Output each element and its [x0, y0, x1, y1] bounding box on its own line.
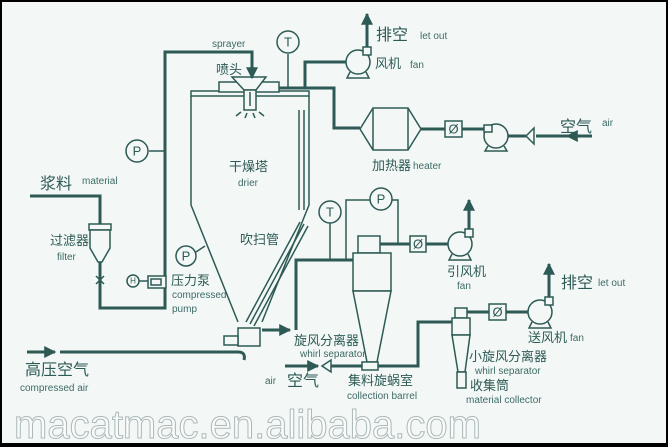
damper-icon: [444, 120, 463, 138]
label-small-whirl: 小旋风分离器: [469, 349, 547, 365]
gauge-label: P: [182, 249, 191, 264]
label-whirl-separator-en: whirl separator: [299, 349, 366, 360]
label-blower-fan: 送风机: [528, 331, 567, 346]
valve-icon: [95, 275, 105, 285]
bottom-inlet: [223, 335, 239, 346]
damper-icon: [409, 235, 427, 253]
gauge-label: H: [130, 277, 136, 286]
label-air: 空气: [287, 371, 319, 390]
material-collector-icon: [456, 371, 467, 389]
label-collector-en: material collector: [466, 395, 542, 406]
label-material: 浆料: [40, 174, 72, 193]
label-fan: 风机: [375, 57, 401, 72]
label-air-en: air: [602, 118, 614, 129]
pressure-gauge-icon: [369, 187, 393, 211]
gauge-link: [195, 245, 206, 253]
induced-fan-icon: [447, 228, 474, 261]
watermark: macatmac.en.alibaba.com: [14, 403, 481, 447]
pressure-gauge-icon: [125, 139, 149, 163]
exhaust-duct: [279, 60, 360, 130]
gauge-label: T: [284, 35, 292, 50]
label-collection-barrel: 集料旋蜗室: [348, 373, 413, 389]
collector-line: [331, 320, 452, 368]
label-compressed-air: 高压空气: [25, 360, 89, 379]
label-letout: 排空: [561, 273, 593, 292]
filter-icon: [88, 223, 112, 263]
exhaust-fan-icon: [345, 46, 372, 79]
thermometer-icon: [276, 30, 300, 54]
air-filter-icon: [524, 126, 535, 146]
label-letout-en: let out: [598, 278, 625, 289]
label-heater: 加热器: [372, 159, 411, 174]
label-material-en: material: [82, 176, 118, 187]
label-induced-fan: 引风机: [447, 265, 486, 280]
heater-inner: [372, 108, 409, 150]
label-induced-fan-en: fan: [457, 281, 471, 292]
label-fan-en: fan: [410, 60, 424, 71]
gauge-label: T: [326, 205, 334, 220]
label-letout-en: let out: [420, 31, 447, 42]
collection-barrel-icon: [361, 361, 379, 371]
label-whirl-separator: 旋风分离器: [294, 333, 359, 349]
bottom-box: [237, 327, 261, 347]
damper-symbol: Ø: [448, 122, 458, 137]
heater-icon: [359, 107, 422, 151]
damper-symbol: Ø: [492, 305, 502, 320]
label-blow-pipe: 吹扫管: [240, 233, 279, 248]
label-pump-en1: compressed: [172, 290, 226, 301]
blow-pipe: [245, 221, 309, 327]
drier-tower: [190, 76, 310, 323]
air-supply-line: [421, 127, 592, 138]
material-line: [30, 194, 102, 224]
damper-icon: [488, 303, 507, 321]
pressure-gauge-icon: [175, 245, 197, 267]
label-pump-en2: pump: [172, 304, 197, 315]
label-compressed-air-en: compressed air: [20, 383, 89, 394]
cyclone-inlet-line: [294, 258, 354, 330]
gauge-lines: [329, 199, 399, 260]
label-pump: 压力泵: [171, 274, 210, 289]
label-collector: 收集筒: [470, 378, 509, 394]
blower-fan-icon: [527, 296, 554, 329]
gauge-label: P: [133, 144, 142, 159]
label-blower-fan-en: fan: [570, 333, 584, 344]
compressed-air-line: [60, 350, 246, 361]
label-air-en: air: [265, 376, 277, 387]
supply-fan-icon: [483, 123, 509, 152]
sprayer-feed-line: [163, 50, 258, 300]
pressure-pump-icon: H: [126, 274, 167, 289]
label-heater-en: heater: [413, 161, 442, 172]
label-nozzle: 喷头: [216, 63, 242, 78]
thermometer-icon: [318, 200, 342, 224]
label-filter-en: filter: [57, 252, 77, 263]
label-drier: 干燥塔: [229, 160, 268, 175]
inner-pipe: [298, 110, 305, 210]
label-letout: 排空: [376, 25, 408, 44]
label-small-whirl-en: whirl separator: [474, 366, 541, 377]
gauge-label: P: [377, 192, 386, 207]
label-filter: 过滤器: [50, 234, 89, 249]
small-whirl-separator-icon: [451, 307, 471, 389]
label-collection-barrel-en: collection barrel: [347, 391, 417, 402]
damper-symbol: Ø: [413, 237, 423, 252]
filter-to-pump-line: [98, 262, 167, 310]
label-drier-en: drier: [238, 178, 259, 189]
label-sprayer: sprayer: [212, 39, 246, 50]
label-air: 空气: [560, 117, 592, 136]
